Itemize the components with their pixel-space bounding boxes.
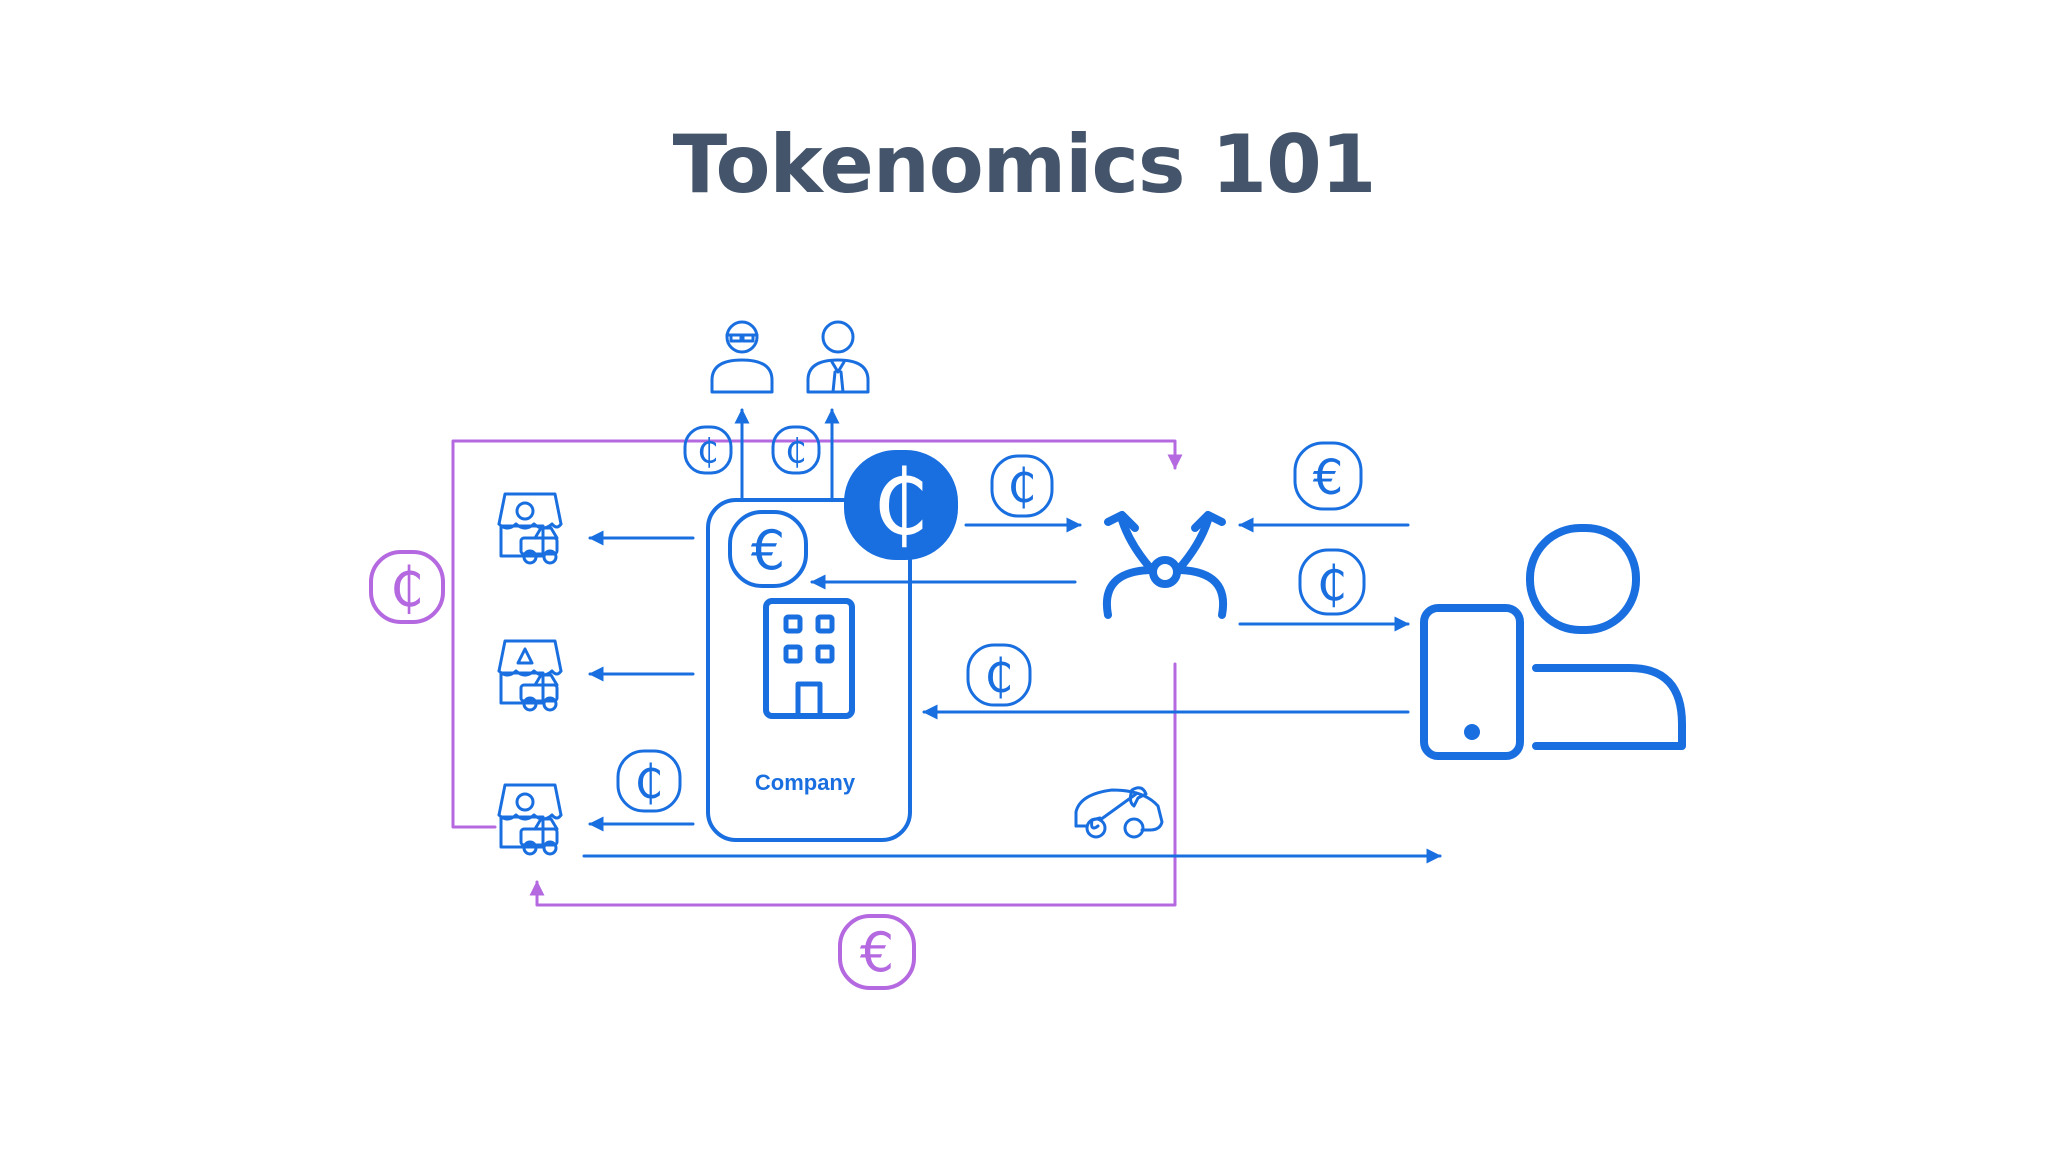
purple-euro-loop [529,662,1177,907]
token-coin-icon: ₵ [683,425,733,475]
company-device: € Company [706,498,912,842]
euro-coin-icon: € [728,510,808,588]
purple-token-loop [451,439,1183,829]
token-coin-icon: ₵ [966,643,1032,707]
svg-text:₵: ₵ [390,556,424,619]
svg-text:₵: ₵ [1317,556,1348,612]
svg-text:₵: ₵ [1007,459,1036,513]
token-coin-icon: ₵ [616,749,682,813]
euro-coin-icon: € [1293,441,1363,511]
company-label: Company [755,770,856,795]
exchange-arrows-icon [1102,511,1228,619]
slide-title: Tokenomics 101 [672,118,1377,211]
svg-text:€: € [751,519,785,582]
euro-coin-purple-icon: € [838,914,916,990]
svg-text:€: € [1313,450,1344,506]
shop-truck-icon [497,639,563,712]
token-coin-purple-icon: ₵ [369,550,445,624]
token-coin-icon: ₵ [1298,548,1366,616]
person-sunglasses-icon [710,320,774,394]
user-icon [1526,524,1686,750]
phone-icon [1420,604,1524,760]
token-badge-icon: ₵ [844,450,958,560]
company-building-icon [763,598,855,719]
svg-text:₵: ₵ [785,432,807,472]
svg-text:₵: ₵ [634,755,663,809]
svg-text:₵: ₵ [984,649,1013,703]
svg-text:₵: ₵ [697,432,719,472]
shop-truck-icon [497,492,563,565]
person-tie-icon [806,320,870,394]
shop-truck-icon [497,783,563,856]
token-coin-icon: ₵ [990,454,1054,518]
svg-text:₵: ₵ [872,451,929,556]
car-wrench-icon [1074,786,1164,839]
svg-text:€: € [860,921,894,984]
token-coin-icon: ₵ [771,425,821,475]
